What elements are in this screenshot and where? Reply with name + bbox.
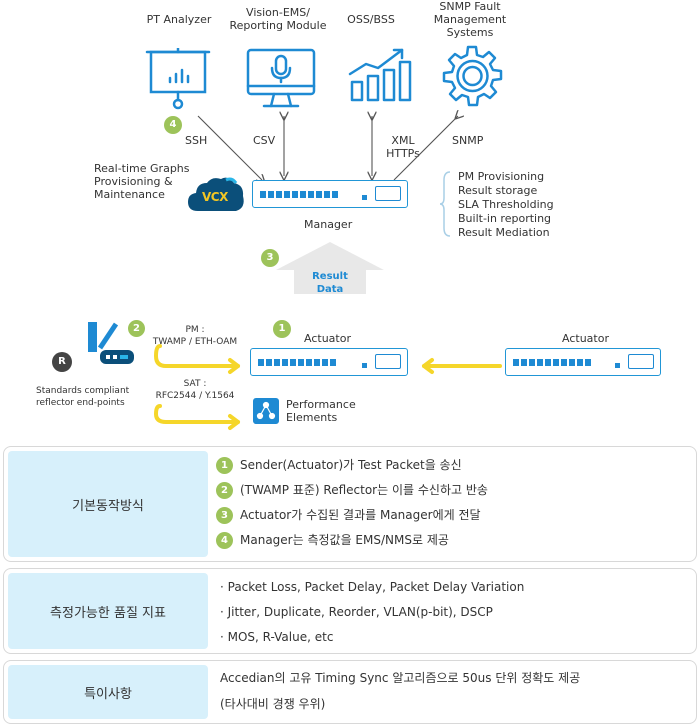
feature-pm-provisioning: PM Provisioning — [458, 170, 545, 183]
snmp-label: SNMP — [452, 134, 484, 147]
snmp-fault-label: SNMP Fault Management Systems — [433, 0, 507, 39]
basic-operation-panel: 기본동작방식 1 Sender(Actuator)가 Test Packet을 … — [3, 446, 697, 562]
actuator-device-2 — [505, 348, 661, 376]
op-step-4-badge: 4 — [216, 532, 233, 549]
op-step-3-text: Actuator가 수집된 결과를 Manager에게 전달 — [240, 508, 481, 522]
csv-label: CSV — [253, 134, 276, 147]
actuator-2-screen — [628, 354, 654, 369]
gear-icon — [442, 45, 503, 107]
metrics-line-1: · Packet Loss, Packet Delay, Packet Dela… — [220, 580, 525, 594]
cloud-caption: Real-time Graphs Provisioning & Maintena… — [94, 162, 190, 201]
op-step-1-badge: 1 — [216, 457, 233, 474]
manager-port-row — [260, 191, 338, 198]
op-step-2-text: (TWAMP 표준) Reflector는 이를 수신하고 반송 — [240, 483, 488, 497]
quality-metrics-panel: 측정가능한 품질 지표 · Packet Loss, Packet Delay,… — [3, 568, 697, 654]
cloud-icon — [188, 177, 244, 211]
manager-status-led — [362, 195, 367, 200]
op-step-1-text: Sender(Actuator)가 Test Packet을 송신 — [240, 458, 462, 472]
special-notes-heading: 특이사항 — [8, 665, 208, 719]
vision-ems-label: Vision-EMS/ Reporting Module — [229, 6, 327, 32]
reflector-badge: R — [52, 352, 72, 372]
manager-device — [252, 180, 408, 208]
pm-protocol-label: PM : TWAMP / ETH-OAM — [152, 325, 238, 347]
manager-label: Manager — [304, 218, 353, 231]
actuator-2-port-row — [513, 359, 591, 366]
actuator-device-1 — [250, 348, 408, 376]
metrics-line-2: · Jitter, Duplicate, Reorder, VLAN(p-bit… — [220, 605, 493, 619]
actuator-label-1: Actuator — [304, 332, 351, 345]
actuator-1-screen — [375, 354, 401, 369]
xml-https-label: XML HTTPs — [386, 134, 420, 160]
op-step-4-text: Manager는 측정값을 EMS/NMS로 제공 — [240, 533, 449, 547]
manager-screen — [375, 186, 401, 201]
feature-sla-thresholding: SLA Thresholding — [458, 198, 554, 211]
feature-brace — [439, 171, 451, 237]
notes-line-2: (타사대비 경쟁 우위) — [220, 697, 326, 711]
network-node-icon — [253, 398, 279, 424]
quality-metrics-heading: 측정가능한 품질 지표 — [8, 573, 208, 649]
performance-elements-label: Performance Elements — [286, 398, 356, 424]
actuator-1-port-row — [258, 359, 336, 366]
reflector-caption: Standards compliant reflector end-points — [36, 386, 130, 408]
oss-bss-label: OSS/BSS — [347, 13, 395, 26]
notes-line-1: Accedian의 고유 Timing Sync 알고리즘으로 50us 단위 … — [220, 671, 581, 685]
presentation-chart-icon — [145, 48, 211, 110]
monitor-mic-icon — [246, 48, 316, 108]
basic-operation-heading: 기본동작방식 — [8, 451, 208, 557]
reflector-device-icon — [88, 322, 134, 364]
manager-feature-list: PM Provisioning Result storage SLA Thres… — [458, 170, 554, 240]
sat-protocol-label: SAT : RFC2544 / Y.1564 — [155, 379, 235, 401]
step-3-badge: 3 — [261, 249, 279, 267]
cloud-logo-text: VCX — [202, 190, 228, 204]
actuator-label-2: Actuator — [562, 332, 609, 345]
ssh-label: SSH — [185, 134, 208, 147]
step-4-badge: 4 — [164, 116, 182, 134]
actuator-1-status-led — [362, 363, 367, 368]
connector-lines — [154, 0, 502, 430]
op-step-2-badge: 2 — [216, 482, 233, 499]
op-step-3-badge: 3 — [216, 507, 233, 524]
actuator-2-status-led — [615, 363, 620, 368]
growth-chart-icon — [348, 48, 412, 102]
step-2-badge: 2 — [128, 320, 145, 337]
special-notes-panel: 특이사항 Accedian의 고유 Timing Sync 알고리즘으로 50u… — [3, 660, 697, 724]
feature-result-storage: Result storage — [458, 184, 538, 197]
pt-analyzer-label: PT Analyzer — [146, 13, 212, 26]
result-data-label: Result Data — [312, 271, 348, 295]
metrics-line-3: · MOS, R-Value, etc — [220, 630, 334, 644]
feature-result-mediation: Result Mediation — [458, 226, 550, 239]
step-1-badge: 1 — [273, 320, 291, 338]
feature-built-in-reporting: Built-in reporting — [458, 212, 552, 225]
